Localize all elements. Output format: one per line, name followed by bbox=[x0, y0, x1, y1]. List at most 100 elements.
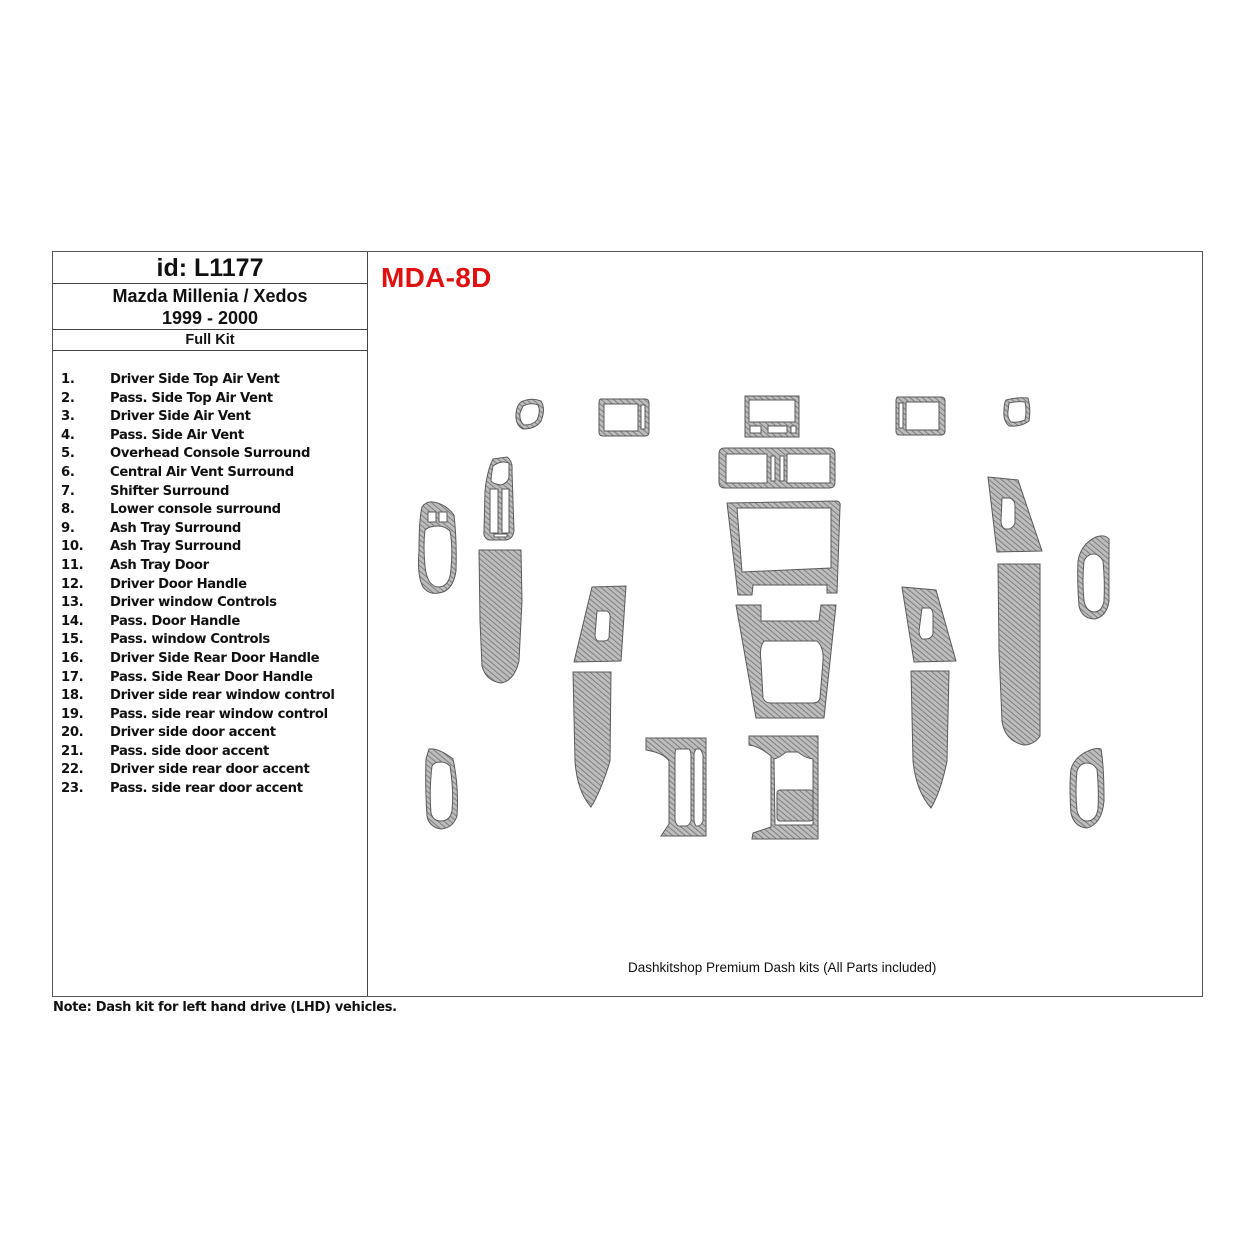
part-number: 22. bbox=[61, 762, 84, 778]
part-driver-rear-window-control bbox=[573, 585, 627, 663]
list-item: 9. Ash Tray Surround bbox=[61, 520, 367, 539]
list-item: 20. Driver side door accent bbox=[61, 724, 367, 743]
part-name: Driver side rear door accent bbox=[110, 762, 310, 778]
list-item: 14. Pass. Door Handle bbox=[61, 613, 367, 632]
list-item: 12.Driver Door Handle bbox=[61, 576, 367, 595]
part-number: 14. bbox=[61, 613, 84, 629]
list-item: 17. Pass. Side Rear Door Handle bbox=[61, 669, 367, 688]
part-pass-rear-door-accent bbox=[910, 670, 950, 809]
part-number: 4. bbox=[61, 427, 75, 443]
part-number: 8. bbox=[61, 502, 75, 518]
part-driver-door-handle bbox=[418, 501, 457, 594]
list-item: 16. Driver Side Rear Door Handle bbox=[61, 650, 367, 669]
part-number: 10. bbox=[61, 539, 84, 555]
part-number: 16. bbox=[61, 650, 84, 666]
part-name: Pass. Side Top Air Vent bbox=[110, 390, 273, 406]
part-driver-window-controls bbox=[483, 456, 515, 541]
part-driver-air-vent bbox=[598, 398, 650, 437]
part-name: Driver side rear window control bbox=[110, 688, 335, 704]
list-item: 19. Pass. side rear window control bbox=[61, 706, 367, 725]
list-item: 5. Overhead Console Surround bbox=[61, 445, 367, 464]
part-number: 1. bbox=[61, 372, 75, 387]
part-name: Overhead Console Surround bbox=[110, 446, 311, 462]
product-code: MDA-8D bbox=[381, 262, 492, 293]
part-name: Pass. Side Air Vent bbox=[110, 427, 244, 443]
list-item: 22. Driver side rear door accent bbox=[61, 761, 367, 780]
parts-diagram bbox=[418, 395, 1110, 840]
list-item: 6. Central Air Vent Surround bbox=[61, 464, 367, 483]
list-item: 11. Ash Tray Door bbox=[61, 557, 367, 576]
part-number: 15. bbox=[61, 632, 84, 648]
part-number: 11. bbox=[61, 557, 84, 573]
part-ash-tray-surround-right bbox=[748, 735, 819, 840]
model-name: Mazda Millenia / Xedos bbox=[112, 286, 308, 306]
list-item: 3. Driver Side Air Vent bbox=[61, 408, 367, 427]
list-item: 4. Pass. Side Air Vent bbox=[61, 427, 367, 446]
part-number: 20. bbox=[61, 725, 84, 741]
part-pass-door-handle bbox=[1077, 535, 1110, 620]
list-item: 15. Pass. window Controls bbox=[61, 631, 367, 650]
kit-id: id: L1177 bbox=[53, 252, 367, 284]
part-name: Ash Tray Surround bbox=[110, 539, 241, 555]
part-number: 6. bbox=[61, 464, 75, 480]
list-item: 7. Shifter Surround bbox=[61, 483, 367, 502]
part-pass-window-controls bbox=[987, 476, 1043, 553]
part-driver-rear-door-handle bbox=[425, 748, 458, 830]
part-name: Pass. side rear door accent bbox=[110, 781, 303, 797]
model-years: 1999 - 2000 bbox=[161, 308, 259, 328]
list-item: 21. Pass. side door accent bbox=[61, 743, 367, 762]
kit-type: Full Kit bbox=[53, 330, 367, 351]
part-pass-air-vent bbox=[895, 396, 946, 436]
kit-info-column: id: L1177 Mazda Millenia / Xedos 1999 - … bbox=[53, 252, 368, 996]
part-number: 5. bbox=[61, 446, 75, 462]
part-pass-top-vent bbox=[1003, 397, 1031, 427]
part-pass-rear-window-control bbox=[901, 586, 957, 663]
part-pass-door-accent bbox=[997, 563, 1041, 746]
part-number: 3. bbox=[61, 409, 75, 425]
part-name: Central Air Vent Surround bbox=[110, 464, 294, 480]
part-driver-door-accent bbox=[478, 549, 523, 684]
part-central-vent bbox=[718, 447, 836, 489]
part-number: 9. bbox=[61, 520, 75, 536]
part-name: Pass. Side Rear Door Handle bbox=[110, 669, 313, 685]
part-name: Driver side door accent bbox=[110, 725, 276, 741]
part-overhead-console bbox=[744, 395, 800, 438]
part-name: Pass. side rear window control bbox=[110, 706, 328, 722]
part-name: Shifter Surround bbox=[110, 483, 230, 499]
part-number: 17. bbox=[61, 669, 84, 685]
part-name: Ash Tray Surround bbox=[110, 520, 241, 536]
list-item: 13. Driver window Controls bbox=[61, 594, 367, 613]
part-number: 18. bbox=[61, 688, 84, 704]
part-name: Driver Side Air Vent bbox=[110, 409, 251, 425]
part-driver-rear-door-accent bbox=[572, 671, 612, 808]
list-item: 18. Driver side rear window control bbox=[61, 687, 367, 706]
part-name: Pass. window Controls bbox=[110, 632, 270, 648]
part-name: Driver Door Handle bbox=[110, 576, 247, 592]
diagram-caption: Dashkitshop Premium Dash kits (All Parts… bbox=[628, 960, 937, 975]
part-number: 13. bbox=[61, 595, 84, 611]
list-item: 1. Driver Side Top Air Vent bbox=[61, 371, 367, 390]
part-number: 7. bbox=[61, 483, 75, 499]
part-number: 2. bbox=[61, 390, 75, 406]
part-number: 19. bbox=[61, 706, 84, 722]
lhd-note: Note: Dash kit for left hand drive (LHD)… bbox=[53, 1000, 397, 1015]
part-name: Driver Side Top Air Vent bbox=[110, 372, 280, 387]
parts-list: 1. Driver Side Top Air Vent 2. Pass. Side T… bbox=[53, 351, 367, 799]
kit-sheet: id: L1177 Mazda Millenia / Xedos 1999 - … bbox=[52, 251, 1203, 997]
vehicle-model: Mazda Millenia / Xedos 1999 - 2000 bbox=[53, 284, 367, 330]
list-item: 23. Pass. side rear door accent bbox=[61, 780, 367, 799]
part-name: Driver window Controls bbox=[110, 595, 277, 611]
part-shifter-surround bbox=[726, 500, 841, 596]
list-item: 10. Ash Tray Surround bbox=[61, 538, 367, 557]
part-name: Pass. side door accent bbox=[110, 743, 269, 759]
part-ash-tray-surround-left bbox=[645, 737, 707, 837]
part-name: Driver Side Rear Door Handle bbox=[110, 650, 320, 666]
part-name: Lower console surround bbox=[110, 502, 281, 518]
part-driver-top-vent bbox=[515, 398, 544, 430]
part-lower-console bbox=[735, 604, 837, 719]
part-number: 21. bbox=[61, 743, 84, 759]
part-name: Ash Tray Door bbox=[110, 557, 209, 573]
part-number: 23. bbox=[61, 781, 84, 797]
part-name: Pass. Door Handle bbox=[110, 613, 240, 629]
part-pass-rear-door-handle bbox=[1069, 748, 1105, 829]
